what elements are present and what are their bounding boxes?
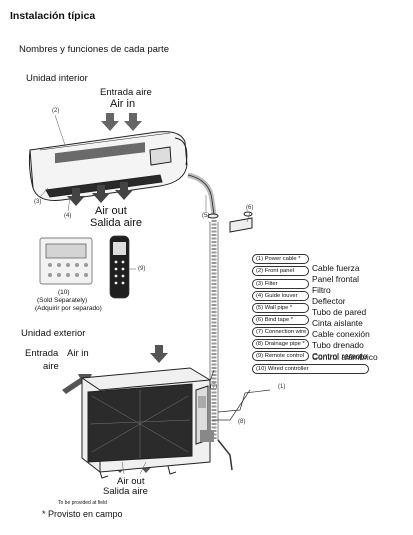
indoor-unit <box>29 132 187 201</box>
outdoor-unit <box>82 368 214 478</box>
bound-piping <box>205 220 270 470</box>
wall-pipe <box>188 175 252 232</box>
air-in-arrows <box>101 113 142 131</box>
part-es-wired-controller: Control alámbrico <box>312 352 378 362</box>
remote-control <box>110 236 129 298</box>
wired-controller <box>40 238 92 284</box>
